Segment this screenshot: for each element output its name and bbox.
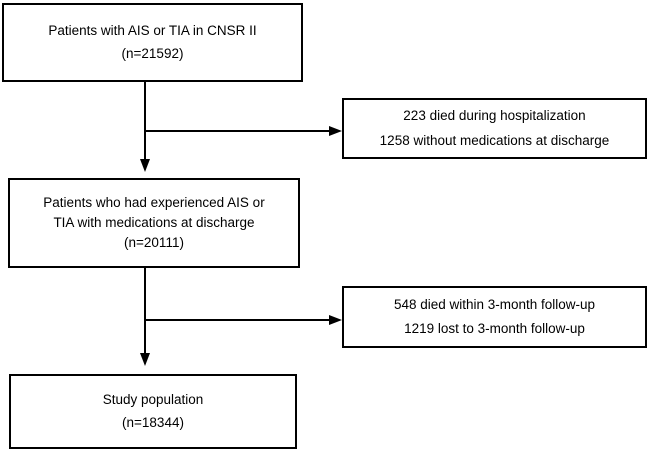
node-exclusion-hospitalization: 223 died during hospitalization 1258 wit… <box>342 98 647 159</box>
node-exclusion-2-line-2: 1219 lost to 3-month follow-up <box>404 321 585 336</box>
node-study-line-1: Study population <box>102 391 204 407</box>
node-source-line-1: Patients with AIS or TIA in CNSR II <box>48 23 257 39</box>
connector-eligible-to-study <box>144 268 146 354</box>
arrowhead-right-icon <box>329 314 342 325</box>
node-exclusion-1-line-2: 1258 without medications at discharge <box>379 132 610 148</box>
node-study-count: (n=18344) <box>122 415 184 430</box>
node-study-population: Study population (n=18344) <box>9 374 297 449</box>
node-source-count: (n=21592) <box>121 45 184 61</box>
connector-source-to-eligible <box>144 82 146 160</box>
node-source-cohort: Patients with AIS or TIA in CNSR II (n=2… <box>2 3 303 82</box>
node-exclusion-followup: 548 died within 3-month follow-up 1219 l… <box>342 286 647 348</box>
node-exclusion-1-line-1: 223 died during hospitalization <box>403 108 586 124</box>
node-eligible-line-2: TIA with medications at discharge <box>53 214 255 230</box>
connector-source-to-exclusion-1 <box>144 130 329 132</box>
connector-eligible-to-exclusion-2 <box>144 319 329 321</box>
node-eligible-line-1: Patients who had experienced AIS or <box>43 194 265 210</box>
node-exclusion-2-line-1: 548 died within 3-month follow-up <box>393 296 596 312</box>
arrowhead-down-icon <box>139 159 150 172</box>
node-eligible-cohort: Patients who had experienced AIS or TIA … <box>8 178 300 268</box>
arrowhead-down-icon <box>139 353 150 366</box>
node-eligible-count: (n=20111) <box>124 235 184 251</box>
arrowhead-right-icon <box>329 125 342 136</box>
